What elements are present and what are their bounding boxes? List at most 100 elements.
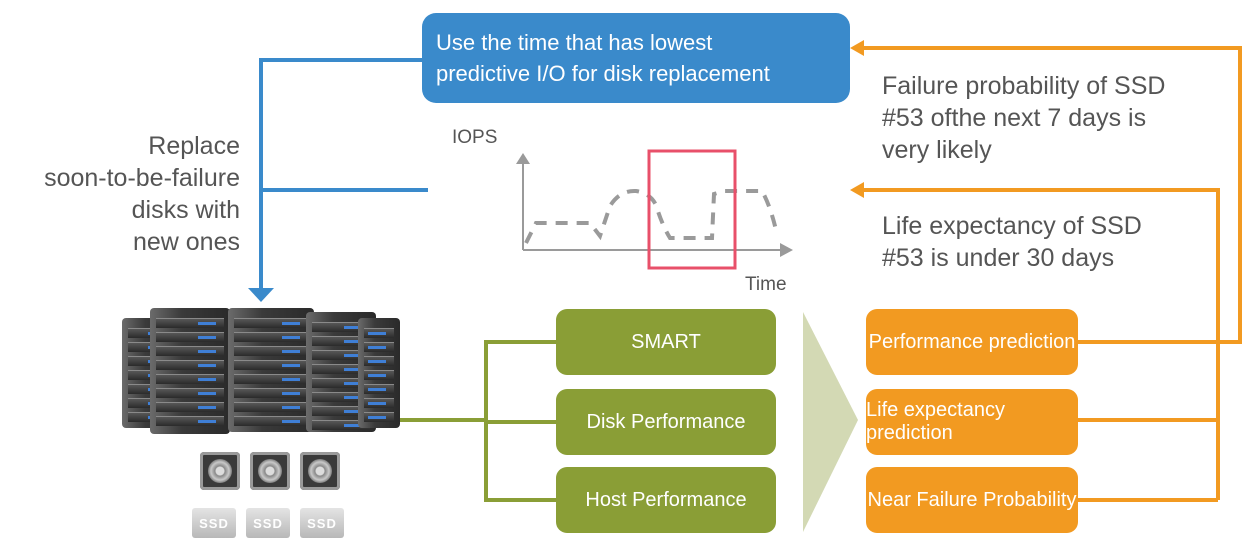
status-led [344, 424, 362, 427]
drive-bay [234, 374, 308, 384]
ssd-icon: SSD [192, 508, 236, 538]
server-unit [358, 318, 400, 428]
replacement-timing-line-2: predictive I/O for disk replacement [436, 61, 770, 86]
replace-note-line-4: new ones [132, 228, 240, 256]
blue-feedback-line [259, 58, 422, 290]
status-led [282, 406, 300, 409]
y-axis-label: IOPS [452, 127, 498, 148]
life-expectancy-prediction-box: Life expectancy prediction [866, 389, 1078, 455]
drive-bay [364, 328, 394, 338]
status-led [368, 332, 386, 335]
drive-bay [234, 402, 308, 412]
drive-bay [156, 360, 224, 370]
blue-arrowhead [248, 288, 274, 302]
drive-bay [312, 392, 370, 402]
drive-bay [156, 388, 224, 398]
status-led [344, 354, 362, 357]
status-led [344, 326, 362, 329]
drive-bay [156, 346, 224, 356]
x-axis-label: Time [745, 274, 787, 295]
x-axis-arrow [780, 243, 793, 257]
host-performance-input-box: Host Performance [556, 467, 776, 533]
failure-note-line-2: #53 ofthe next 7 days is [882, 104, 1147, 132]
drive-bay [364, 342, 394, 352]
drive-bay [234, 346, 308, 356]
drive-bay [156, 402, 224, 412]
drive-bay [364, 384, 394, 394]
status-led [198, 392, 216, 395]
drive-bay [156, 374, 224, 384]
life-expectancy-note: Life expectancy of SSD #53 is under 30 d… [882, 210, 1142, 274]
status-led [282, 350, 300, 353]
orange-arrowhead-top [850, 40, 864, 56]
iops-chart [516, 149, 793, 270]
status-led [368, 346, 386, 349]
replacement-timing-box: Use the time that has lowest predictive … [422, 13, 850, 103]
orange-arrowhead-bottom [850, 182, 864, 198]
drive-bay [312, 378, 370, 388]
drive-bay [312, 322, 370, 332]
drive-bay [312, 420, 370, 430]
status-led [368, 360, 386, 363]
replacement-timing-line-1: Use the time that has lowest [436, 30, 713, 55]
ssd-icon: SSD [246, 508, 290, 538]
status-led [368, 416, 386, 419]
drive-bay [234, 318, 308, 328]
drive-bay [156, 318, 224, 328]
near-failure-probability-box: Near Failure Probability [866, 467, 1078, 533]
status-led [198, 336, 216, 339]
y-axis-arrow [516, 153, 530, 164]
drive-bay [364, 398, 394, 408]
drive-bay [234, 360, 308, 370]
status-led [368, 374, 386, 377]
drive-bay [156, 416, 224, 426]
failure-probability-note: Failure probability of SSD #53 ofthe nex… [882, 70, 1165, 166]
status-led [198, 406, 216, 409]
failure-note-line-1: Failure probability of SSD [882, 72, 1166, 100]
status-led [344, 340, 362, 343]
status-led [368, 402, 386, 405]
performance-prediction-box: Performance prediction [866, 309, 1078, 375]
hard-drive-icon [250, 452, 290, 490]
status-led [282, 392, 300, 395]
replace-note-line-1: Replace [148, 132, 240, 160]
failure-note-line-3: very likely [882, 136, 992, 164]
status-led [198, 420, 216, 423]
drive-bay [312, 364, 370, 374]
status-led [198, 364, 216, 367]
hard-drive-icon [200, 452, 240, 490]
status-led [198, 322, 216, 325]
status-led [282, 420, 300, 423]
drive-bay [234, 416, 308, 426]
replace-note-line-3: disks with [131, 196, 240, 224]
drive-bay [364, 370, 394, 380]
drive-bay [364, 412, 394, 422]
status-led [282, 336, 300, 339]
smart-input-box: SMART [556, 309, 776, 375]
status-led [344, 410, 362, 413]
server-unit [150, 308, 230, 434]
replace-note-line-2: soon-to-be-failure [44, 164, 240, 192]
replace-disks-note: Replace soon-to-be-failure disks with ne… [44, 130, 240, 258]
status-led [344, 382, 362, 385]
life-note-line-1: Life expectancy of SSD [882, 212, 1142, 240]
drive-bay [312, 336, 370, 346]
status-led [198, 350, 216, 353]
status-led [282, 364, 300, 367]
ssd-icon: SSD [300, 508, 344, 538]
replacement-window-highlight [647, 149, 737, 270]
drive-bay [234, 388, 308, 398]
server-unit [228, 308, 314, 432]
drive-bay [312, 406, 370, 416]
drive-bay [156, 332, 224, 342]
drive-bay [234, 332, 308, 342]
drive-bay [312, 350, 370, 360]
status-led [344, 368, 362, 371]
status-led [282, 378, 300, 381]
process-chevron [803, 312, 858, 532]
drive-bay [364, 356, 394, 366]
hard-drive-icon [300, 452, 340, 490]
status-led [344, 396, 362, 399]
iops-series-line [524, 188, 778, 244]
